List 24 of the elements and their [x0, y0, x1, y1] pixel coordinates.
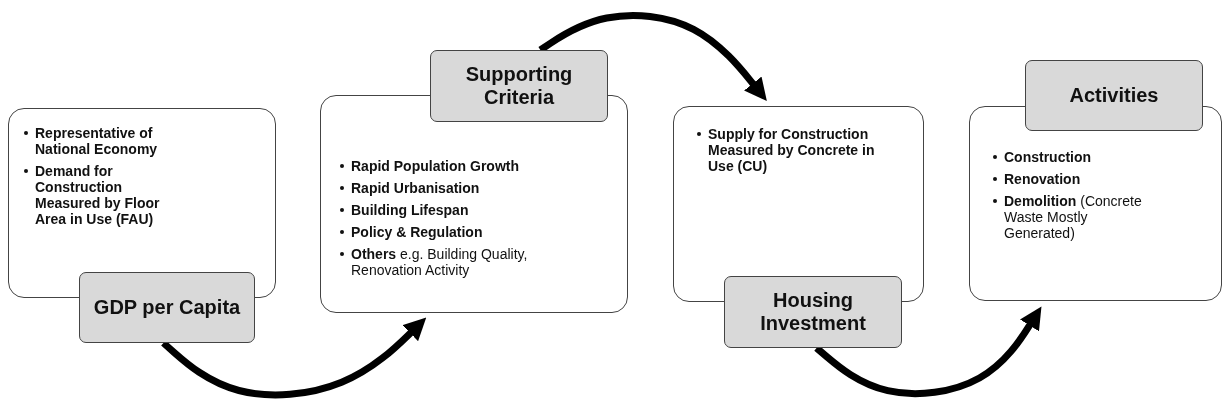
bullet-text: Rapid Urbanisation: [351, 180, 480, 196]
heading-text: Activities: [1068, 84, 1160, 107]
bullet-card: [969, 106, 1222, 301]
heading-tab: [724, 276, 902, 348]
heading-text: Housing Investment: [759, 289, 867, 335]
bullet-text: Building Lifespan: [351, 202, 469, 218]
heading-text: Supporting Criteria: [464, 63, 574, 109]
bullet-text: Supply for Construction Measured by Concrete in Use (CU): [708, 126, 875, 174]
bullet-text: Demolition (Concrete Waste Mostly Generated): [1004, 193, 1142, 241]
bullet-text: Others e.g. Building Quality, Renovation Activity: [351, 246, 528, 278]
bullet-text: Construction: [1004, 149, 1092, 165]
heading-tab: [430, 50, 608, 122]
heading-text: GDP per Capita: [92, 296, 242, 319]
bullet-card: [8, 108, 276, 298]
curved-arrow: [814, 306, 1042, 398]
curved-arrow: [161, 317, 427, 399]
bullet-text: Renovation: [1004, 171, 1081, 187]
bullet-text: Representative of National Economy: [35, 125, 158, 157]
heading-tab: [79, 272, 255, 343]
bullet-text: Policy & Regulation: [351, 224, 483, 240]
bullet-text: Rapid Population Growth: [351, 158, 519, 174]
heading-tab: [1025, 60, 1203, 131]
bullet-text: Demand for Construction Measured by Floor Area in Use (FAU): [35, 163, 160, 227]
curved-arrow: [538, 11, 767, 101]
